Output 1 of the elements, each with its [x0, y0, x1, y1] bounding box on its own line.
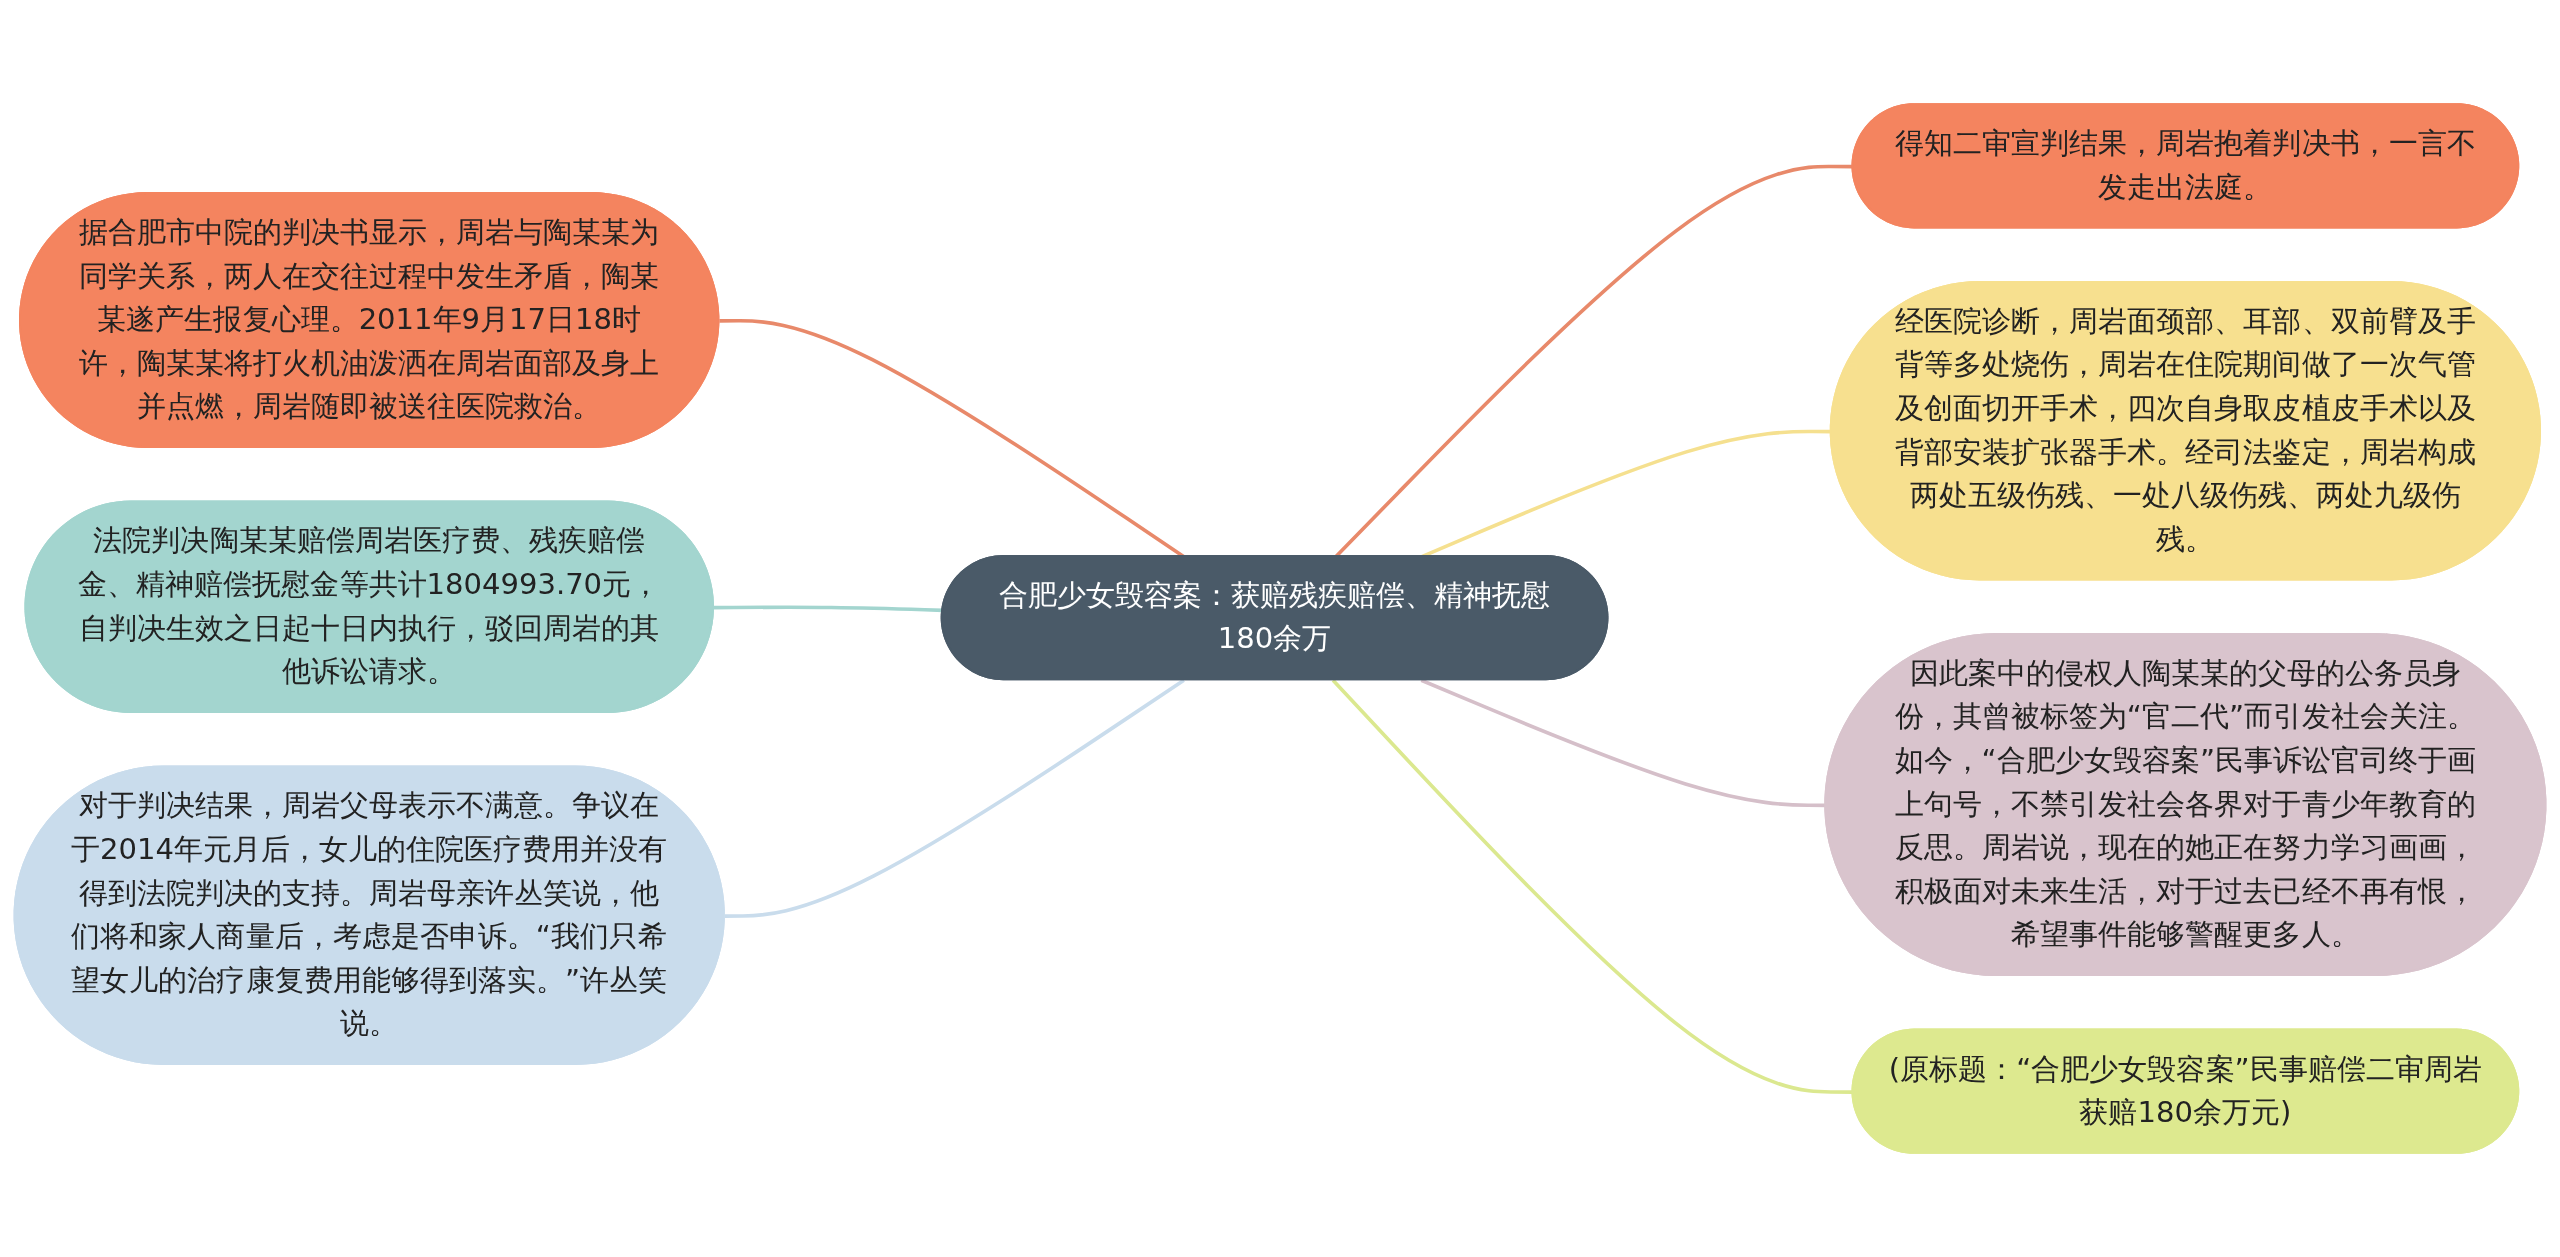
connector [724, 678, 1185, 918]
